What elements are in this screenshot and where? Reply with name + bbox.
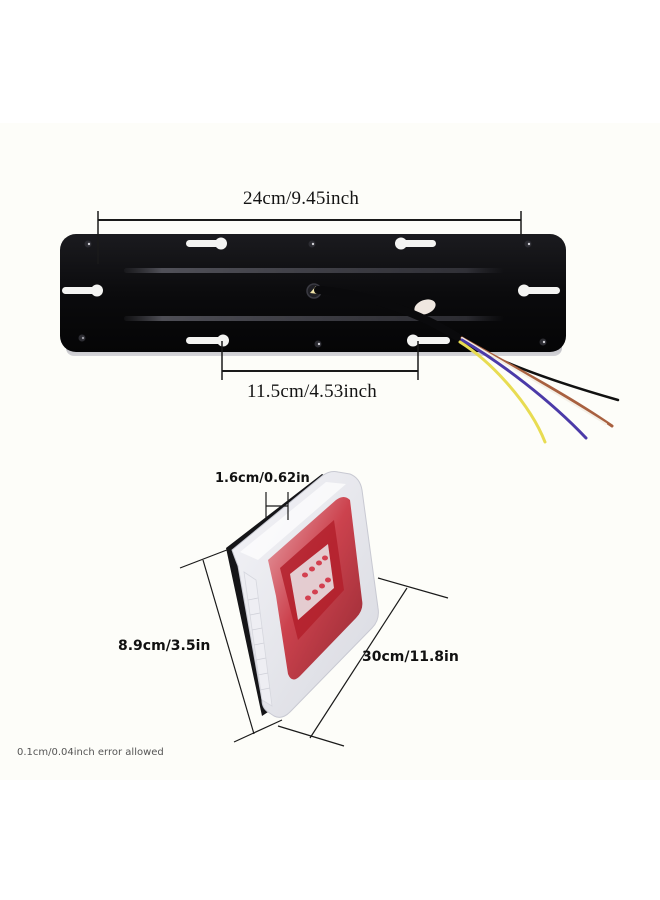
length-line [309,587,408,739]
led-chips [302,555,331,601]
wire-white [461,337,607,425]
plate-rib-lower [124,316,504,321]
plate-rib-upper [124,268,504,273]
wire-purple [460,338,588,440]
wire-yellow [458,340,547,444]
dimension-line-11-5cm [221,341,419,380]
tolerance-note: 0.1cm/0.04inch error allowed [17,747,164,758]
clear-side-strip [243,571,273,707]
mounting-slots [62,237,560,347]
height-extension-top [179,547,233,569]
perspective-dimension-lines [179,492,449,747]
height-line [202,559,255,735]
plate-screws [78,240,547,348]
dimension-label-length: 30cm/11.8in [362,649,459,665]
dimension-label-hole-spacing: 11.5cm/4.53inch [247,381,377,402]
dimension-line-24cm [97,211,522,264]
length-extension-top [377,577,449,599]
back-plate-view [60,234,566,356]
lens-ribs [247,597,271,691]
cable-sheath [314,286,466,344]
housing-rim [240,482,346,560]
dimension-label-height: 8.9cm/3.5in [118,638,211,654]
led-window [290,544,334,620]
dimension-label-overall-length: 24cm/9.45inch [243,188,360,209]
height-extension-bottom [233,719,283,743]
wire-bundle [458,336,620,444]
dimension-label-depth: 1.6cm/0.62in [215,471,310,486]
lens-perspective-view [226,471,379,718]
plate-sticker [414,299,436,315]
